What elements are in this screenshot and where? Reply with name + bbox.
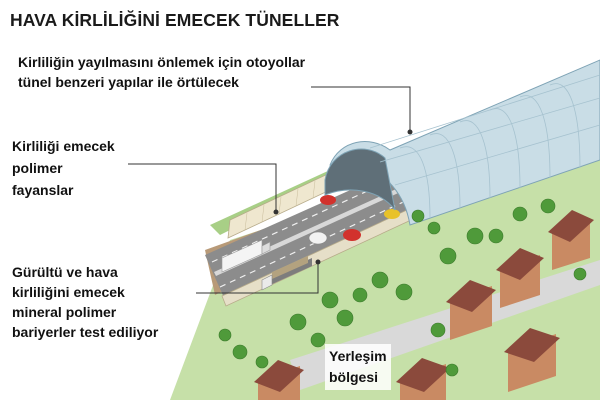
truck-flatbed	[261, 256, 312, 291]
truck-white	[221, 239, 271, 273]
lane-marking	[219, 197, 413, 288]
leader-line-tiles	[128, 163, 277, 210]
callout-text: tünel benzeri yapılar ile örtülecek	[18, 74, 239, 90]
car-white	[308, 231, 328, 245]
callout-polymer-tiles: Kirliliği emecek polimer fayanslar	[6, 133, 121, 203]
car-yellow	[384, 209, 400, 219]
house	[396, 358, 450, 400]
polymer-tiles-pattern	[244, 180, 316, 231]
car-red	[343, 229, 361, 241]
page-title: HAVA KİRLİLİĞİNİ EMECEK TÜNELLER	[10, 10, 340, 30]
callout-text: bölgesi	[329, 369, 379, 385]
trees	[218, 198, 587, 377]
tunnel-ribs	[369, 74, 600, 219]
callout-text: polimer	[12, 160, 63, 176]
tunnel-entrance	[324, 148, 396, 211]
callout-mineral-barriers: Gürültü ve hava kirliliğini emecek miner…	[6, 260, 165, 344]
leader-dots	[273, 129, 413, 265]
house	[496, 248, 544, 308]
callout-residential-area: Yerleşim bölgesi	[325, 344, 391, 390]
tunnel	[324, 59, 600, 226]
callout-text: Gürültü ve hava	[12, 264, 118, 280]
callout-covered-motorways: Kirliliğin yayılmasını önlemek için otoy…	[12, 50, 312, 94]
house	[504, 328, 560, 392]
callout-text: mineral polimer	[12, 304, 117, 320]
house	[548, 210, 594, 270]
house	[446, 280, 496, 340]
leader-line-tunnel	[300, 86, 411, 130]
leader-lines	[128, 86, 411, 294]
house	[254, 360, 304, 400]
callout-text: Yerleşim	[329, 348, 387, 364]
car-red	[320, 195, 336, 205]
callout-text: Kirliliği emecek	[12, 138, 115, 154]
callout-text: Kirliliğin yayılmasını önlemek için otoy…	[18, 54, 306, 70]
callout-text: fayanslar	[12, 182, 74, 198]
callout-text: kirliliğini emecek	[12, 284, 125, 300]
callout-text: bariyerler test ediliyor	[12, 324, 159, 340]
